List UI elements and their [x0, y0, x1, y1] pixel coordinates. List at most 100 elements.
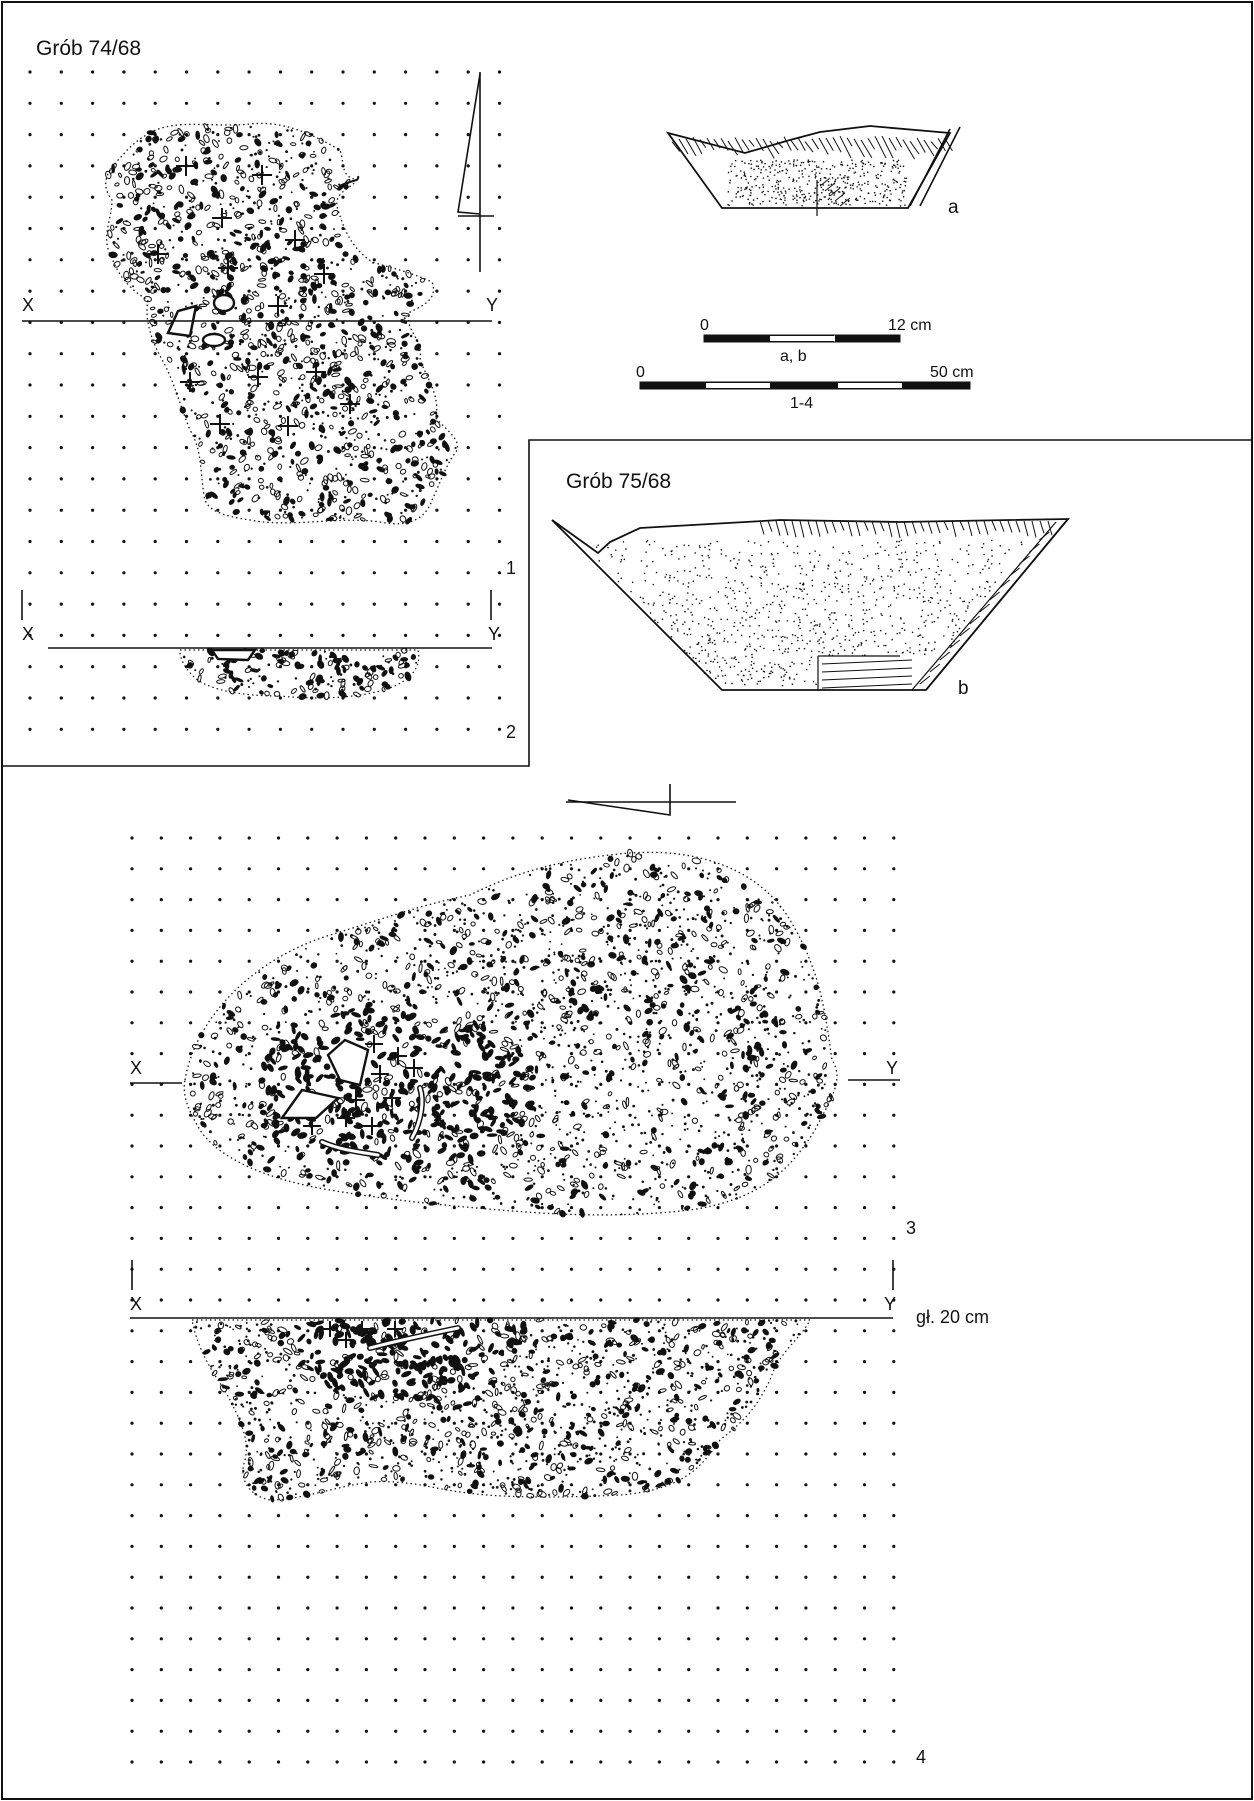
stipple-dot — [882, 596, 885, 599]
texture-dot — [287, 297, 291, 300]
grid-dot — [278, 696, 282, 700]
pebble-mark — [605, 1033, 612, 1040]
stipple-dot — [734, 159, 737, 162]
grid-dot — [628, 1452, 632, 1456]
texture-dot — [807, 1073, 811, 1076]
stipple-dot — [673, 595, 676, 598]
texture-dot — [624, 1058, 627, 1061]
grid-dot — [628, 1606, 632, 1610]
stipple-dot — [828, 565, 830, 567]
stipple-dot — [745, 178, 747, 181]
pebble-mark — [234, 241, 243, 246]
pebble-mark — [264, 226, 271, 231]
stipple-dot — [741, 617, 743, 619]
grid-dot — [394, 1298, 398, 1302]
stipple-dot — [822, 184, 825, 186]
pebble-mark — [305, 324, 312, 331]
stipple-dot — [676, 602, 678, 605]
grid-dot — [216, 477, 220, 481]
pebble-mark — [375, 665, 386, 671]
hatch-line — [839, 135, 852, 159]
grid-dot — [335, 1298, 339, 1302]
stipple-dot — [863, 557, 865, 560]
grid-dot — [466, 571, 470, 575]
grid-dot — [804, 1606, 808, 1610]
grid-dot — [862, 1544, 867, 1548]
texture-dot — [794, 974, 797, 978]
texture-dot — [198, 365, 201, 368]
stipple-dot — [889, 604, 892, 606]
stipple-dot — [828, 595, 830, 598]
texture-dot — [228, 1079, 232, 1083]
vessel-a-profile — [665, 125, 961, 216]
stipple-dot — [710, 625, 712, 627]
grid-dot — [247, 70, 251, 74]
grid-dot — [247, 1144, 251, 1148]
scale-large-end: 50 cm — [930, 364, 974, 381]
hatch-line — [887, 520, 893, 537]
grid-dot — [599, 1606, 603, 1610]
texture-dot — [268, 208, 272, 211]
stipple-dot — [920, 615, 923, 618]
grid-dot — [804, 836, 808, 840]
texture-dot — [476, 1002, 479, 1005]
hatch-line — [797, 137, 806, 151]
stipple-dot — [706, 634, 709, 636]
stipple-dot — [892, 167, 894, 169]
texture-dot — [462, 1195, 466, 1199]
hatch-line — [783, 136, 792, 151]
grid-dot — [159, 1698, 163, 1702]
pebble-mark — [118, 172, 123, 178]
grid-dot — [628, 1544, 632, 1548]
grid-dot — [497, 727, 502, 731]
pebble-mark — [163, 145, 169, 154]
pebble-mark — [298, 693, 307, 700]
pebble-mark — [367, 492, 373, 498]
stipple-dot — [764, 566, 767, 568]
hatch-line — [903, 520, 909, 537]
texture-dot — [356, 512, 359, 515]
stipple-dot — [939, 599, 942, 602]
pebble-mark — [497, 1134, 502, 1145]
stipple-dot — [808, 192, 810, 195]
grid-dot — [804, 1267, 808, 1271]
grid-dot — [130, 1760, 134, 1764]
pebble-mark — [246, 207, 255, 215]
pebble-mark — [298, 510, 306, 517]
stipple-dot — [763, 647, 765, 650]
grid-dot — [892, 1760, 896, 1764]
texture-dot — [330, 261, 334, 264]
grid-dot — [335, 836, 339, 840]
stipple-dot — [899, 566, 902, 568]
stipple-dot — [733, 621, 736, 624]
stipple-dot — [967, 565, 970, 567]
pebble-mark — [349, 286, 355, 292]
grid-dot — [247, 1452, 251, 1456]
hatch-line — [699, 139, 707, 148]
stipple-dot — [871, 617, 873, 619]
pebble-mark — [427, 467, 433, 476]
stipple-dot — [720, 553, 723, 555]
texture-dot — [319, 494, 322, 498]
stipple-dot — [830, 183, 833, 186]
pebble-mark — [177, 135, 186, 143]
grid-dot — [716, 1698, 720, 1702]
pebble-mark — [314, 411, 320, 416]
texture-dot — [501, 1003, 504, 1006]
stipple-dot — [852, 645, 855, 648]
stipple-dot — [735, 658, 737, 661]
pebble-mark — [365, 972, 373, 979]
grid-dot — [91, 352, 95, 356]
texture-dot — [767, 918, 771, 922]
pebble-mark — [226, 281, 235, 288]
grid-dot — [628, 1113, 632, 1117]
stipple-dot — [744, 683, 746, 686]
texture-dot — [772, 1168, 775, 1172]
pebble-mark — [469, 1132, 479, 1140]
pebble-mark — [277, 463, 282, 470]
pebble-mark — [229, 363, 238, 371]
texture-dot — [327, 683, 330, 686]
grid-dot — [130, 1175, 134, 1179]
texture-dot — [519, 1134, 523, 1137]
grid-dot — [540, 1544, 544, 1548]
